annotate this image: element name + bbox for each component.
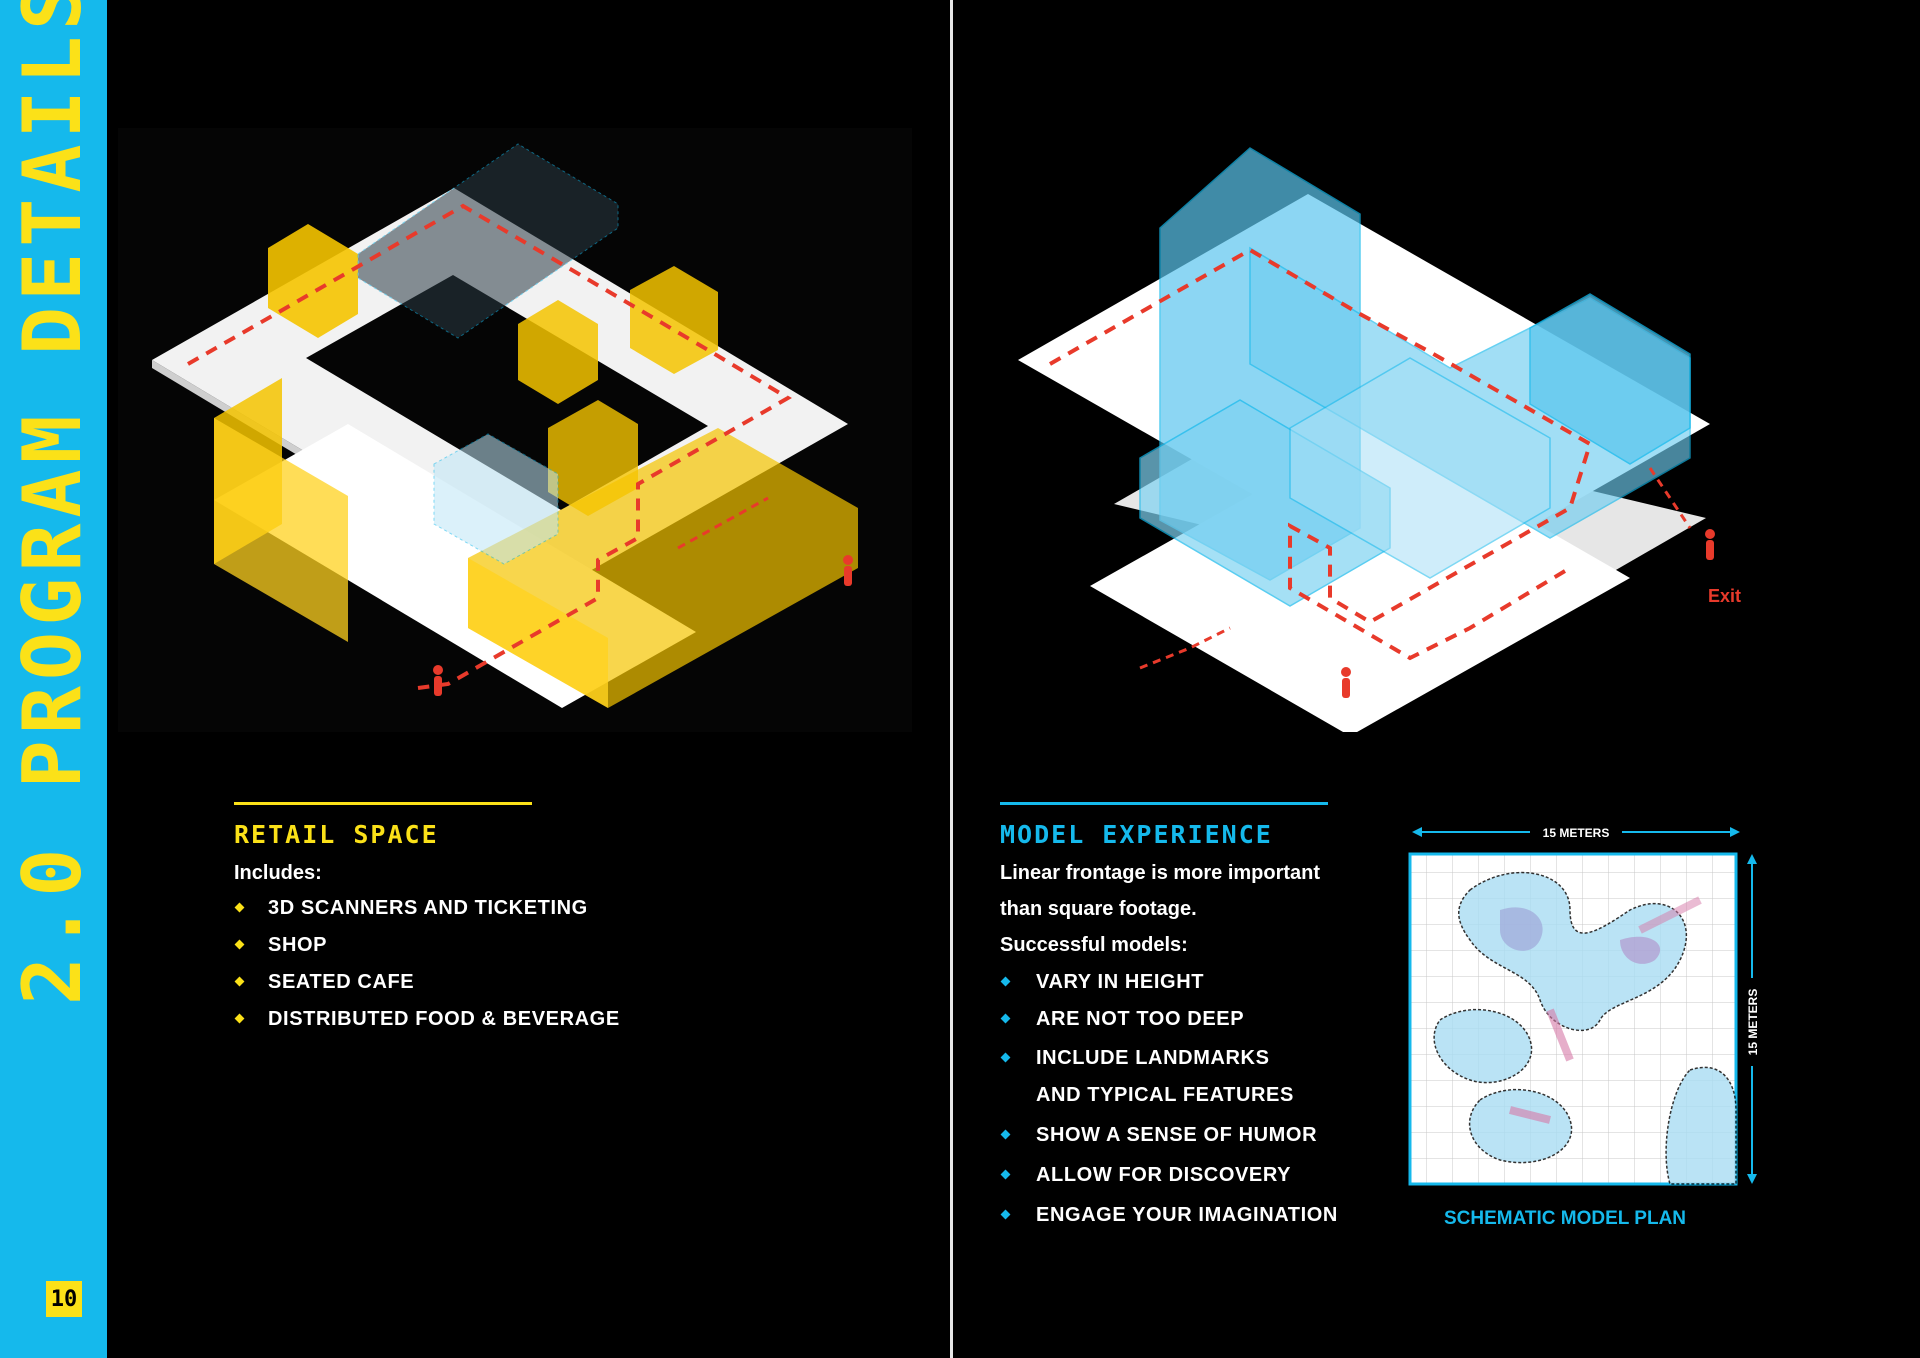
retail-axonometric-diagram bbox=[118, 128, 912, 732]
model-core bbox=[1620, 936, 1661, 964]
model-intro-line: Successful models: bbox=[1000, 934, 1188, 956]
arrow-left-icon bbox=[1412, 827, 1422, 837]
model-intro-line: than square footage. bbox=[1000, 898, 1197, 920]
bullet-diamond bbox=[1000, 1013, 1011, 1024]
exit-label: Exit bbox=[1708, 586, 1741, 606]
arrow-down-icon bbox=[1747, 1174, 1757, 1184]
model-volume-ghost bbox=[433, 433, 559, 565]
model-item: VARY IN HEIGHT bbox=[1036, 971, 1205, 993]
circulation-path bbox=[1648, 467, 1692, 529]
height-label-bg bbox=[1742, 978, 1762, 1066]
bullet-diamond bbox=[1000, 1052, 1011, 1063]
circulation-path bbox=[1139, 626, 1231, 670]
plan-caption: SCHEMATIC MODEL PLAN bbox=[1443, 1208, 1687, 1229]
arrow-right-icon bbox=[1730, 827, 1740, 837]
retail-item: SEATED CAFE bbox=[268, 971, 415, 993]
retail-heading: RETAIL SPACE bbox=[234, 820, 439, 849]
retail-volume bbox=[518, 300, 598, 404]
model-item-continued: AND TYPICAL FEATURES bbox=[1036, 1084, 1294, 1106]
model-rule bbox=[1000, 802, 1328, 805]
section-title-text: 2.0 PROGRAM DETAILS bbox=[6, 0, 100, 1005]
plan-border bbox=[1408, 852, 1738, 1186]
sidebar-band bbox=[0, 0, 107, 1358]
schematic-plan-svg: 15 METERS 15 METERS bbox=[1408, 822, 1762, 1186]
section-title: 2.0 PROGRAM DETAILS bbox=[7, 0, 100, 1005]
page-number: 10 bbox=[46, 1281, 82, 1317]
retail-volume bbox=[630, 266, 718, 374]
page-divider bbox=[950, 0, 953, 1358]
retail-rule bbox=[234, 802, 532, 805]
model-item: ENGAGE YOUR IMAGINATION bbox=[1036, 1204, 1338, 1226]
model-volume-ghost bbox=[357, 143, 619, 339]
connection-link bbox=[1546, 1008, 1574, 1062]
bullet-diamond bbox=[234, 939, 245, 950]
circulation-path bbox=[677, 496, 769, 550]
model-item: SHOW A SENSE OF HUMOR bbox=[1036, 1124, 1318, 1146]
model-island bbox=[1665, 1066, 1737, 1185]
bullet-diamond bbox=[1000, 1169, 1011, 1180]
model-heading: MODEL EXPERIENCE bbox=[1000, 820, 1273, 849]
person-icon bbox=[433, 665, 443, 696]
retail-volume bbox=[214, 418, 348, 642]
model-island bbox=[1433, 1008, 1533, 1084]
model-item: INCLUDE LANDMARKS bbox=[1036, 1047, 1270, 1069]
bullet-diamond bbox=[234, 902, 245, 913]
bullet-diamond bbox=[1000, 1129, 1011, 1140]
retail-diagram-svg bbox=[152, 143, 858, 708]
connection-link bbox=[1509, 1106, 1551, 1124]
person-icon bbox=[1341, 667, 1351, 698]
retail-item: DISTRIBUTED FOOD & BEVERAGE bbox=[268, 1008, 620, 1030]
model-item: ALLOW FOR DISCOVERY bbox=[1036, 1164, 1292, 1186]
width-label: 15 METERS bbox=[1543, 826, 1610, 840]
retail-intro: Includes: bbox=[234, 862, 322, 884]
bullet-diamond bbox=[1000, 1209, 1011, 1220]
bullet-diamond bbox=[234, 1013, 245, 1024]
model-diagram-svg: Exit bbox=[1018, 147, 1741, 736]
model-island bbox=[1469, 1088, 1573, 1164]
circulation-path bbox=[187, 203, 792, 690]
arrow-up-icon bbox=[1747, 854, 1757, 864]
retail-volume bbox=[268, 224, 358, 338]
model-axonometric-diagram: Exit bbox=[990, 128, 1770, 736]
person-icon bbox=[1705, 529, 1715, 560]
model-core bbox=[1500, 907, 1543, 951]
model-intro-line: Linear frontage is more important bbox=[1000, 862, 1321, 884]
model-volume bbox=[1529, 293, 1691, 465]
bullet-diamond bbox=[1000, 976, 1011, 987]
width-label-bg bbox=[1530, 822, 1622, 842]
retail-item: 3D SCANNERS AND TICKETING bbox=[268, 897, 588, 919]
height-label: 15 METERS bbox=[1746, 989, 1760, 1056]
retail-item: SHOP bbox=[268, 934, 328, 956]
schematic-plan: 15 METERS 15 METERS bbox=[1400, 820, 1780, 1240]
bullet-diamond bbox=[234, 976, 245, 987]
connection-link bbox=[1638, 896, 1702, 934]
model-item: ARE NOT TOO DEEP bbox=[1036, 1008, 1245, 1030]
model-volume bbox=[1289, 357, 1551, 579]
person-icon bbox=[843, 555, 853, 586]
retail-volume bbox=[548, 400, 638, 516]
